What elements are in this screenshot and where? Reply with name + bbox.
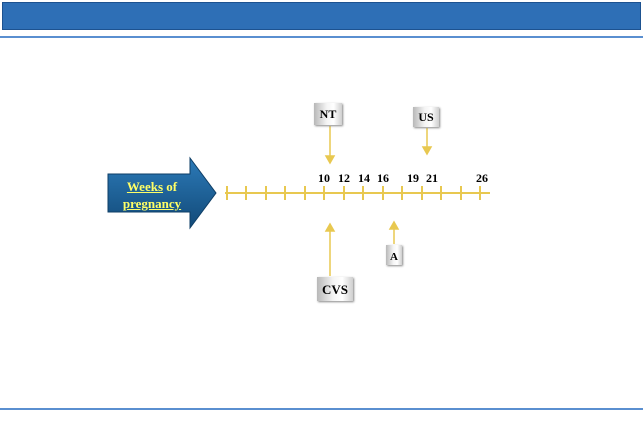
a-arrowhead <box>388 220 400 230</box>
cvs-arrowhead <box>324 222 336 232</box>
arrow-word-of: of <box>163 179 178 194</box>
a-label: A <box>386 245 402 265</box>
arrow-label: Weeks of pregnancy <box>112 178 192 212</box>
header-bar <box>2 2 641 30</box>
arrow-word-weeks: Weeks <box>126 179 164 194</box>
cvs-label: CVS <box>317 277 353 301</box>
nt-label: NT <box>314 103 342 125</box>
week-label-16: 16 <box>377 171 389 185</box>
us-arrowhead <box>421 146 433 156</box>
header-divider <box>0 36 643 38</box>
weeks-arrow: Weeks of pregnancy <box>106 156 218 230</box>
week-label-26: 26 <box>476 171 488 185</box>
footer-divider <box>0 408 643 410</box>
week-label-21: 21 <box>426 171 438 185</box>
week-label-10: 10 <box>318 171 330 185</box>
week-label-12: 12 <box>338 171 350 185</box>
timeline-ticks <box>226 186 481 200</box>
arrow-word-pregnancy: pregnancy <box>122 196 182 211</box>
nt-arrowhead <box>324 155 336 165</box>
week-label-14: 14 <box>358 171 370 185</box>
week-label-19: 19 <box>407 171 419 185</box>
arrow-shape <box>107 156 217 230</box>
us-label: US <box>413 107 439 127</box>
